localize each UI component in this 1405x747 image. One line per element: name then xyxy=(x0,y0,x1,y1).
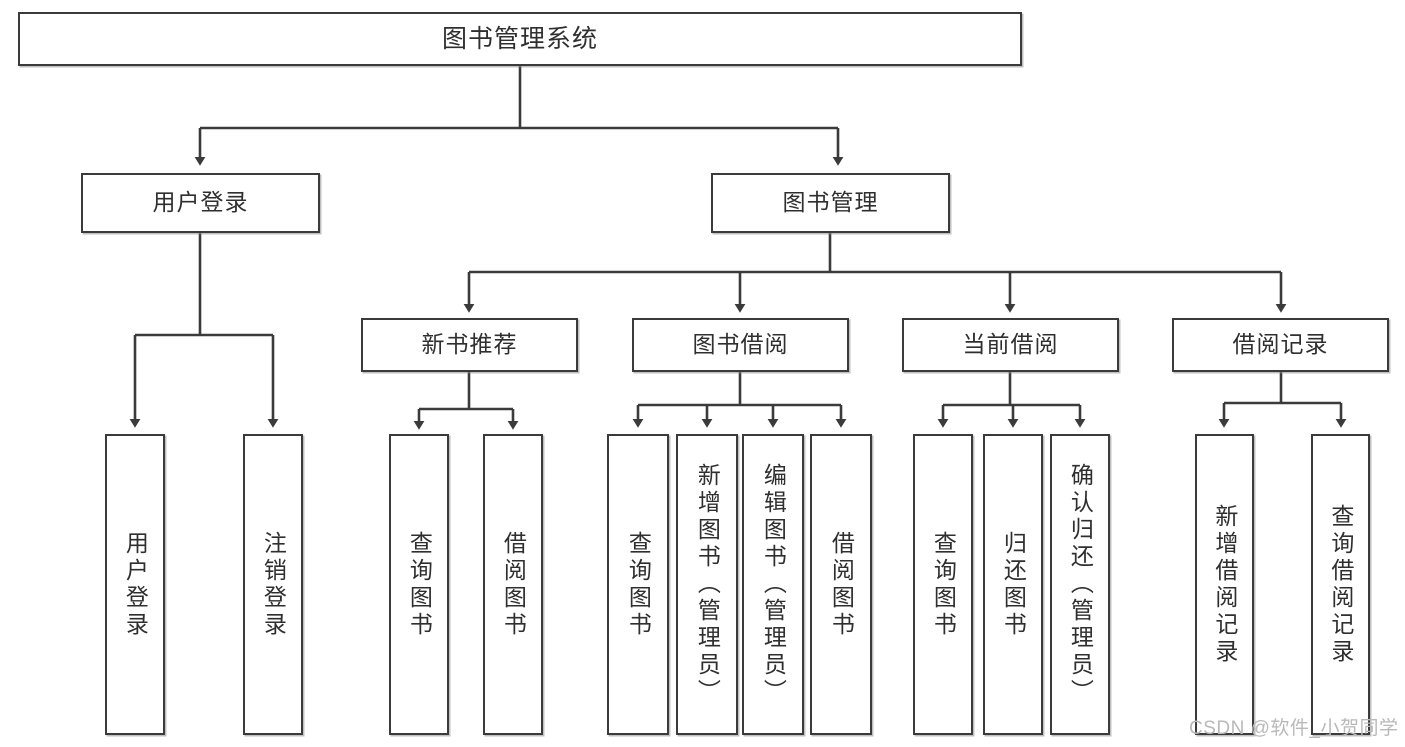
node-book-borrow[interactable]: 图书借阅 xyxy=(632,318,849,372)
node-label: 图书借阅 xyxy=(692,331,789,358)
node-label: 借阅记录 xyxy=(1232,331,1329,358)
node-root-book-management-system[interactable]: 图书管理系统 xyxy=(18,12,1022,66)
node-book-management[interactable]: 图书管理 xyxy=(711,173,950,233)
leaf-add-borrow-record[interactable]: 新增借阅记录 xyxy=(1195,434,1254,735)
node-label: 注销登录 xyxy=(260,530,287,639)
node-label: 当前借阅 xyxy=(962,331,1059,358)
node-user-login[interactable]: 用户登录 xyxy=(81,173,320,233)
node-label: 编辑图书（管理员） xyxy=(760,463,787,706)
node-label: 借阅图书 xyxy=(500,530,527,639)
leaf-query-book-current[interactable]: 查询图书 xyxy=(913,434,973,735)
leaf-query-book-borrow[interactable]: 查询图书 xyxy=(607,434,669,735)
node-label: 用户登录 xyxy=(152,189,249,216)
leaf-edit-book-admin[interactable]: 编辑图书（管理员） xyxy=(742,434,804,735)
node-label: 查询图书 xyxy=(930,530,957,639)
node-label: 确认归还（管理员） xyxy=(1067,463,1094,706)
leaf-query-book-recommend[interactable]: 查询图书 xyxy=(389,434,449,735)
node-label: 新增借阅记录 xyxy=(1211,503,1238,666)
node-new-book-recommend[interactable]: 新书推荐 xyxy=(361,318,578,372)
leaf-add-book-admin[interactable]: 新增图书（管理员） xyxy=(676,434,738,735)
leaf-user-logout[interactable]: 注销登录 xyxy=(243,434,303,735)
node-label: 查询借阅记录 xyxy=(1327,503,1354,666)
leaf-user-login[interactable]: 用户登录 xyxy=(105,434,165,735)
node-label: 用户登录 xyxy=(122,530,149,639)
node-label: 新书推荐 xyxy=(421,331,518,358)
csdn-watermark: CSDN @软件_小贺同学 xyxy=(1189,718,1399,739)
node-label: 借阅图书 xyxy=(828,530,855,639)
node-label: 查询图书 xyxy=(406,530,433,639)
leaf-borrow-book[interactable]: 借阅图书 xyxy=(810,434,872,735)
leaf-borrow-book-recommend[interactable]: 借阅图书 xyxy=(483,434,543,735)
node-label: 图书管理系统 xyxy=(441,25,598,53)
leaf-query-borrow-record[interactable]: 查询借阅记录 xyxy=(1311,434,1370,735)
leaf-confirm-return-admin[interactable]: 确认归还（管理员） xyxy=(1050,434,1110,735)
node-label: 图书管理 xyxy=(782,189,879,216)
leaf-return-book[interactable]: 归还图书 xyxy=(983,434,1043,735)
node-label: 查询图书 xyxy=(625,530,652,639)
node-borrow-record[interactable]: 借阅记录 xyxy=(1172,318,1389,372)
node-current-borrow[interactable]: 当前借阅 xyxy=(902,318,1119,372)
node-label: 新增图书（管理员） xyxy=(694,463,721,706)
node-label: 归还图书 xyxy=(1000,530,1027,639)
